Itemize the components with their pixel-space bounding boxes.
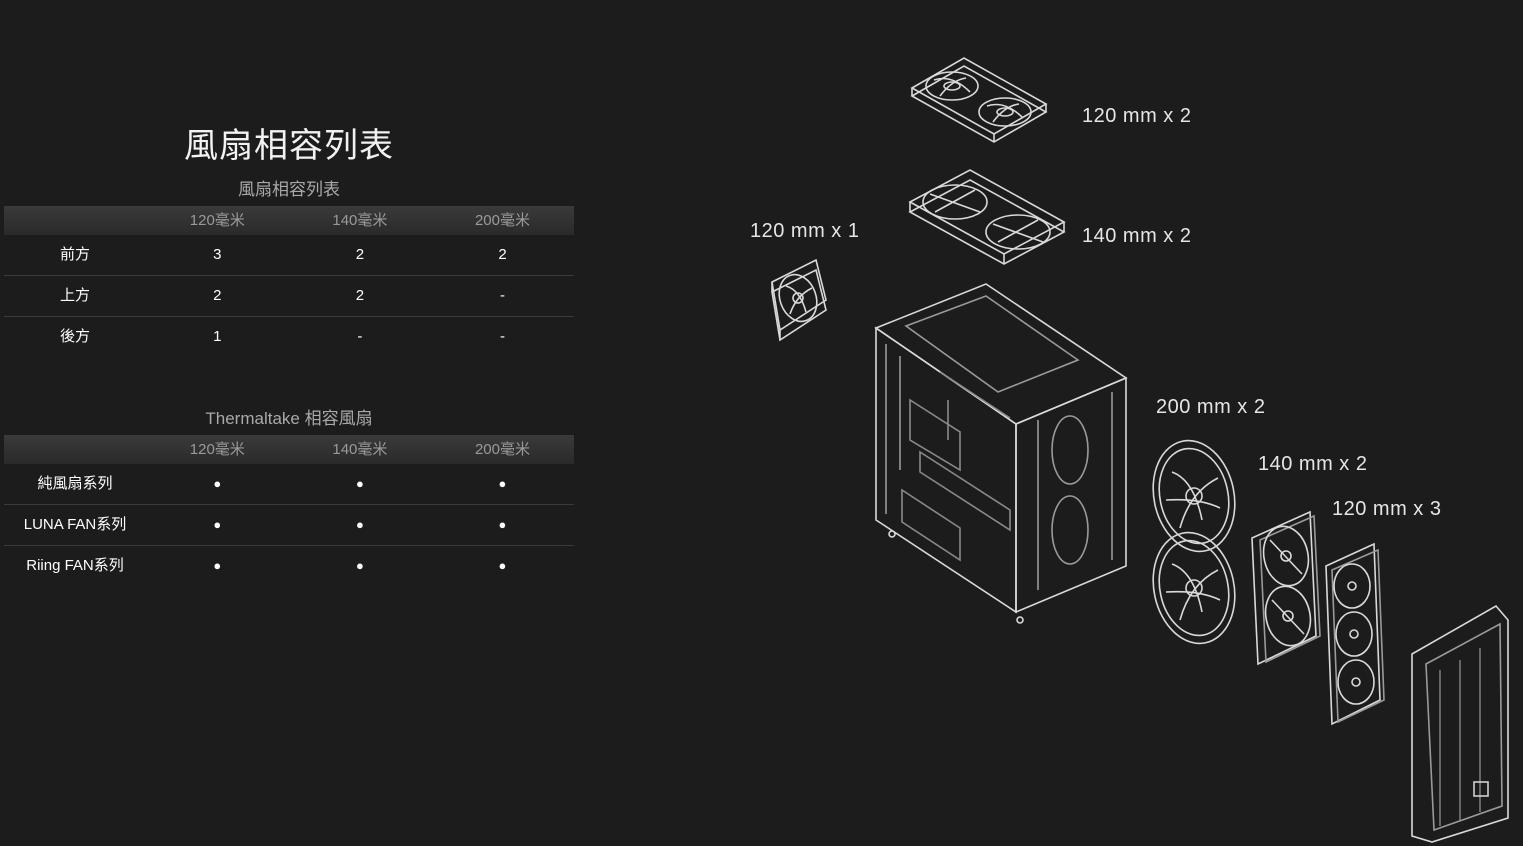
label-top-120: 120 mm x 2: [1082, 105, 1192, 127]
cell-200: -: [499, 287, 505, 304]
front-200-fan-pair: [1152, 439, 1236, 645]
header-cell-120: 120毫米: [189, 212, 245, 229]
front-140-fan-pair: [1251, 510, 1321, 666]
rear-120-fan: [771, 258, 827, 342]
header-cell: [4, 435, 146, 464]
row-label: Riing FAN系列: [26, 557, 124, 574]
front-120-fan-triple: [1325, 542, 1385, 726]
cell-140: ●: [355, 517, 364, 532]
label-front-140: 140 mm x 2: [1258, 453, 1368, 475]
cell-140: ●: [355, 476, 364, 491]
header-cell-200: 200毫米: [474, 441, 530, 458]
cell-120: ●: [213, 517, 222, 532]
cell-120: 2: [213, 287, 222, 304]
table-row: 後方 1 - -: [4, 317, 574, 357]
table-caption: 風扇相容列表: [238, 180, 340, 199]
cell-200: -: [499, 328, 505, 345]
cell-200: 2: [498, 246, 507, 263]
top-120-fan-pair: [910, 57, 1048, 143]
row-label: 前方: [59, 246, 90, 263]
cell-200: ●: [498, 476, 507, 491]
thermaltake-fan-table: Thermaltake 相容風扇 120毫米 140毫米 200毫米 純風扇系列…: [4, 403, 574, 586]
cell-120: ●: [213, 476, 222, 491]
page-title: 風扇相容列表: [184, 126, 394, 166]
label-front-120: 120 mm x 3: [1332, 498, 1442, 520]
cell-120: 1: [213, 328, 222, 345]
compatibility-panel: 風扇相容列表 風扇相容列表 120毫米 140毫米 200毫米 前方 3 2 2…: [0, 0, 580, 846]
pc-case-body: [874, 283, 1128, 624]
header-cell-120: 120毫米: [189, 441, 245, 458]
label-top-140: 140 mm x 2: [1082, 225, 1192, 247]
row-label: 純風扇系列: [37, 475, 113, 492]
label-front-200: 200 mm x 2: [1156, 396, 1266, 418]
header-cell-200: 200毫米: [474, 212, 530, 229]
table-row: Riing FAN系列 ● ● ●: [4, 546, 574, 586]
cell-140: -: [357, 328, 363, 345]
row-label: 上方: [59, 287, 90, 304]
exploded-case-diagram: 120 mm x 2 140 mm x 2 120 mm x 1 200 mm …: [720, 0, 1523, 846]
table-header: 120毫米 140毫米 200毫米: [4, 206, 574, 235]
header-cell-140: 140毫米: [332, 441, 388, 458]
case-illustration: [771, 57, 1509, 843]
label-rear-120: 120 mm x 1: [750, 220, 860, 242]
cell-120: 3: [213, 246, 222, 263]
cell-200: ●: [498, 517, 507, 532]
cell-120: ●: [213, 558, 222, 573]
table-row: 純風扇系列 ● ● ●: [4, 464, 574, 505]
fan-compat-table: 風扇相容列表 120毫米 140毫米 200毫米 前方 3 2 2 上方 2 2…: [4, 174, 574, 357]
row-label: LUNA FAN系列: [23, 516, 127, 533]
top-140-fan-pair: [908, 169, 1066, 265]
cell-140: ●: [355, 558, 364, 573]
row-label: 後方: [59, 328, 90, 345]
table-row: 前方 3 2 2: [4, 235, 574, 276]
cell-140: 2: [355, 287, 365, 304]
cell-140: 2: [355, 246, 365, 263]
table-header: 120毫米 140毫米 200毫米: [4, 435, 574, 464]
header-cell-140: 140毫米: [332, 212, 388, 229]
table-row: 上方 2 2 -: [4, 276, 574, 317]
cell-200: ●: [498, 558, 507, 573]
table-row: LUNA FAN系列 ● ● ●: [4, 505, 574, 546]
front-panel: [1411, 604, 1509, 843]
table-caption: Thermaltake 相容風扇: [205, 409, 373, 428]
header-cell: [4, 206, 146, 235]
